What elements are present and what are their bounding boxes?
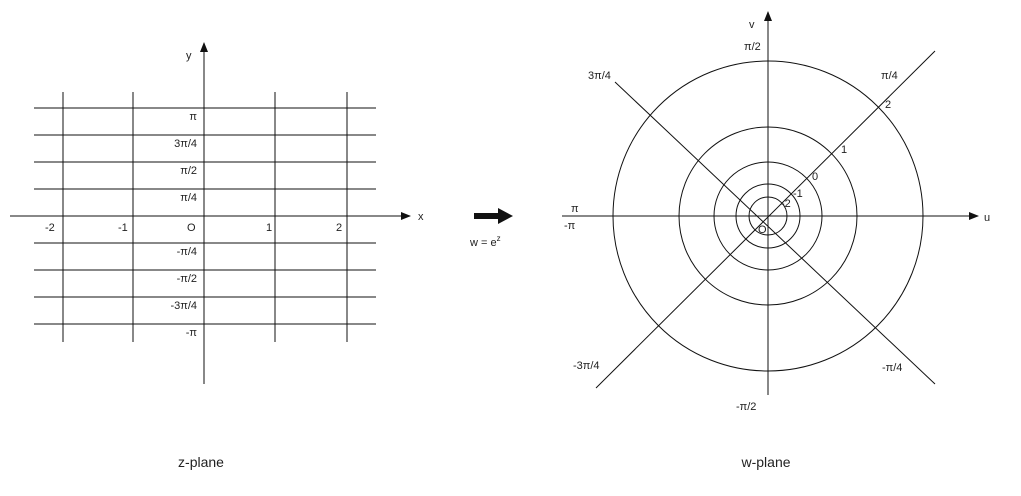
z-plane-caption: z-plane bbox=[178, 454, 224, 470]
z-y-tick-label: π bbox=[189, 111, 197, 123]
z-y-tick-label: π/4 bbox=[180, 192, 197, 204]
w-plane: v u O π/2 π/4 3π/4 π -π -3π/4 -π/4 -π/2 … bbox=[562, 11, 990, 470]
z-x-tick-label: -1 bbox=[118, 222, 128, 234]
w-angle-label: π bbox=[571, 203, 579, 215]
z-y-tick-label: -π bbox=[186, 327, 198, 339]
w-circle bbox=[735, 183, 801, 249]
z-y-tick-label: -3π/4 bbox=[170, 300, 197, 312]
w-origin-label: O bbox=[758, 224, 767, 236]
w-ray-diagonal bbox=[614, 81, 936, 385]
w-radius-label: -2 bbox=[781, 198, 791, 210]
w-radius-label: -1 bbox=[793, 188, 803, 200]
mapping-label: w = ez bbox=[469, 234, 501, 249]
z-y-tick-label: π/2 bbox=[180, 165, 197, 177]
w-radius-label: 0 bbox=[812, 171, 818, 183]
w-circle bbox=[612, 60, 924, 372]
w-angle-label: -3π/4 bbox=[573, 360, 600, 372]
z-x-tick-label: 2 bbox=[336, 222, 342, 234]
w-angle-label: π/4 bbox=[881, 70, 898, 82]
z-plane: y x O -2 -1 1 2 π 3π/4 π/2 π/4 -π/4 -π/2… bbox=[10, 42, 424, 470]
w-plane-caption: w-plane bbox=[740, 454, 790, 470]
mapping-arrow-head bbox=[498, 208, 513, 224]
z-y-axis-label: y bbox=[186, 50, 192, 62]
mapping: w = ez bbox=[469, 208, 513, 249]
z-y-tick-label: -π/2 bbox=[177, 273, 197, 285]
w-angle-label: -π/2 bbox=[736, 401, 756, 413]
w-circle bbox=[713, 161, 823, 271]
z-x-axis-label: x bbox=[418, 211, 424, 223]
w-radius-label: 1 bbox=[841, 144, 847, 156]
w-radius-label: 2 bbox=[885, 99, 891, 111]
z-x-tick-label: -2 bbox=[45, 222, 55, 234]
w-circle bbox=[748, 196, 788, 236]
z-x-tick-label: 1 bbox=[266, 222, 272, 234]
z-y-tick-label: -π/4 bbox=[177, 246, 197, 258]
w-v-axis-label: v bbox=[749, 19, 755, 31]
z-origin-label: O bbox=[187, 222, 196, 234]
w-angle-label: 3π/4 bbox=[588, 70, 611, 82]
z-y-tick-label: 3π/4 bbox=[174, 138, 197, 150]
w-u-axis-label: u bbox=[984, 212, 990, 224]
w-angle-label: -π bbox=[564, 220, 576, 232]
w-circle bbox=[678, 126, 858, 306]
w-angle-label: π/2 bbox=[744, 41, 761, 53]
mapping-arrow-shaft bbox=[474, 213, 500, 219]
w-angle-label: -π/4 bbox=[882, 362, 902, 374]
